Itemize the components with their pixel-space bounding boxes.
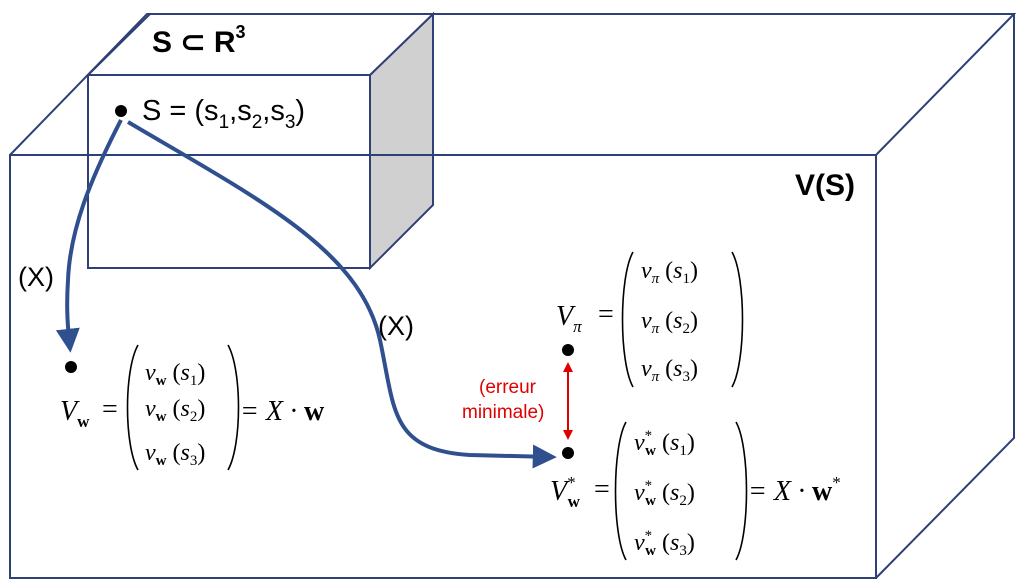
small-box-title: S ⊂ R3 bbox=[152, 22, 246, 59]
vwstar-rhs: = X · w* bbox=[748, 473, 841, 507]
mapping-arrow-right bbox=[126, 120, 557, 469]
vw-entry-2: vw (s2) bbox=[145, 396, 205, 425]
mapping-label-right: (X) bbox=[378, 311, 414, 341]
vpi-entry-3: vπ (s3) bbox=[641, 356, 698, 385]
vw-right-paren bbox=[227, 344, 240, 471]
vwstar-point bbox=[562, 447, 574, 459]
vw-left-paren bbox=[126, 344, 139, 471]
vw-entry-3: vw (s3) bbox=[145, 440, 205, 469]
vpi-point bbox=[562, 344, 574, 356]
mapping-label-left: (X) bbox=[18, 262, 54, 292]
vw-lhs: Vw bbox=[60, 396, 90, 431]
mapping-arrow-left bbox=[55, 119, 123, 353]
vpi-right-paren bbox=[731, 251, 744, 388]
state-point bbox=[115, 105, 127, 117]
small-box-front-face bbox=[87, 74, 371, 269]
vpi-entry-1: vπ (s1) bbox=[641, 258, 698, 287]
error-label-line1: (erreur bbox=[479, 377, 537, 398]
error-label-line2: minimale) bbox=[462, 402, 544, 423]
vwstar-left-paren bbox=[614, 421, 627, 561]
vw-equation: Vw = vw (s1) vw (s2) vw (s3) = X · w bbox=[60, 344, 325, 471]
vpi-equals: = bbox=[598, 299, 614, 330]
vwstar-lhs: V*w bbox=[550, 473, 581, 511]
vwstar-right-paren bbox=[735, 421, 748, 561]
vw-rhs: = X · w bbox=[240, 396, 325, 427]
small-box bbox=[85, 11, 436, 271]
big-box-title: V(S) bbox=[795, 169, 855, 202]
vw-entry-1: vw (s1) bbox=[145, 360, 205, 389]
vwstar-equation: V*w = v*w (s1) v*w (s2) v*w (s3) = X · w… bbox=[550, 421, 841, 561]
vwstar-equals: = bbox=[594, 474, 610, 505]
vw-point bbox=[65, 361, 77, 373]
vwstar-entry-2: v*w (s2) bbox=[634, 478, 695, 509]
big-box-side-edge bbox=[875, 14, 1015, 579]
vpi-entry-2: vπ (s2) bbox=[641, 308, 698, 337]
vpi-lhs: Vπ bbox=[556, 301, 582, 336]
state-label: S = (s1,s2,s3) bbox=[142, 95, 305, 133]
big-box-top-edge bbox=[9, 13, 1017, 156]
vwstar-entry-3: v*w (s3) bbox=[634, 528, 695, 559]
vwstar-entry-1: v*w (s1) bbox=[634, 428, 695, 459]
vpi-equation: Vπ = vπ (s1) vπ (s2) vπ (s3) bbox=[556, 251, 744, 388]
vpi-left-paren bbox=[621, 251, 634, 388]
vw-equals: = bbox=[102, 394, 118, 425]
